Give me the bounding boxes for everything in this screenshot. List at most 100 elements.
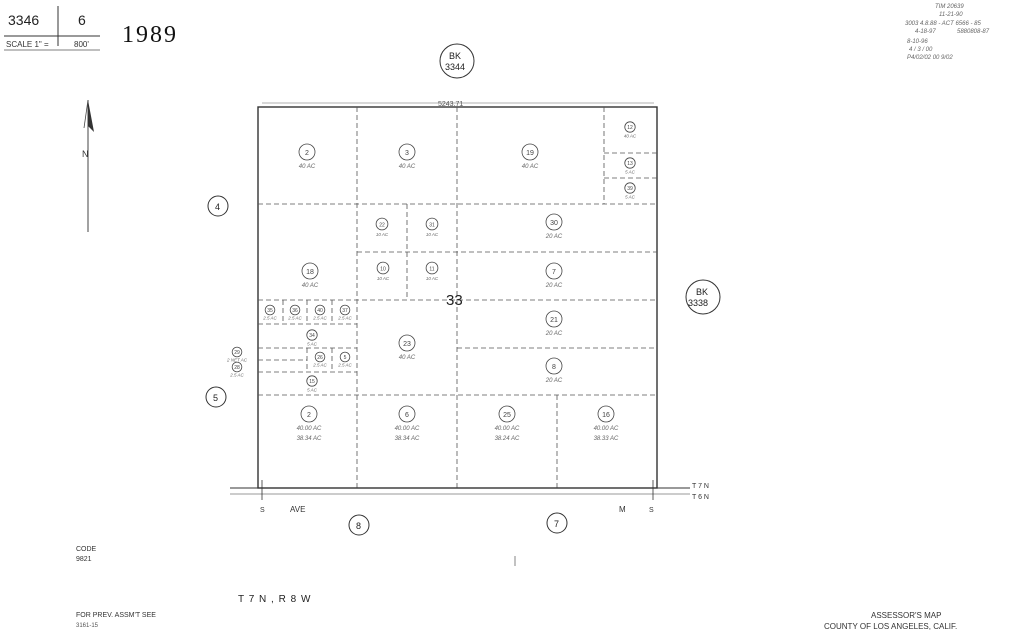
svg-text:BK: BK [449, 51, 461, 61]
svg-text:5: 5 [213, 393, 218, 403]
parcel-number-circle [624, 157, 636, 169]
parcel-28: 282.5 AC [229, 361, 245, 378]
parcel-acreage: 2.5 AC [337, 316, 352, 321]
parcel-number-circle [545, 310, 563, 328]
parcel-acreage: 40 AC [299, 164, 316, 170]
page-number: 6 [78, 12, 86, 28]
parcel-acreage: 20 AC [545, 283, 563, 289]
parcel-number-circle [521, 143, 539, 161]
parcel-26: 262.5 AC [312, 351, 328, 368]
township-boundary-north: T 7 N [692, 483, 709, 490]
parcel-number: 3 [405, 150, 409, 157]
adjacent-page-7: 7 [546, 512, 568, 534]
adjacent-page-8: 8 [348, 514, 370, 536]
parcel-number: 23 [403, 341, 411, 348]
parcel-number: 7 [552, 269, 556, 276]
code-label: CODE [76, 546, 97, 553]
parcel-acreage: 2.5 AC [337, 363, 352, 368]
svg-text:7: 7 [554, 519, 559, 529]
map-title: ASSESSOR'S MAP [871, 611, 941, 620]
parcel-acreage: 40 AC [399, 355, 416, 361]
map-year: 1989 [122, 22, 178, 48]
parcel-number: 10 [380, 266, 386, 272]
parcel-number: 30 [550, 220, 558, 227]
parcel-acreage: 40.00 AC [297, 426, 322, 432]
parcel-number-circle [339, 304, 351, 316]
parcel-number-circle [314, 304, 326, 316]
section-number: 33 [446, 292, 463, 309]
parcel-number: 13 [627, 161, 633, 167]
parcel-number-circle [306, 329, 318, 341]
svg-text:4: 4 [215, 202, 220, 212]
parcel-number-circle [398, 405, 416, 423]
parcel-acreage: 20 AC [545, 234, 563, 240]
parcel-acreage: 2.5 AC [312, 316, 327, 321]
parcel-number: 2 [307, 412, 311, 419]
parcel-number-circle [375, 217, 389, 231]
parcel-30: 30 20 AC [545, 213, 563, 240]
parcel-acreage: 20 AC [545, 378, 563, 384]
road-name-right: M [619, 505, 626, 514]
parcel-number: 29 [234, 350, 240, 356]
parcel-number: 22 [379, 222, 385, 228]
parcel-8: 8 20 AC [545, 357, 563, 384]
parcel-number-circle [545, 213, 563, 231]
county-name: COUNTY OF LOS ANGELES, CALIF. [824, 622, 957, 631]
road-lines [230, 480, 690, 566]
parcel-15: 15 5 AC [306, 375, 318, 392]
parcel-36: 362.5 AC [287, 304, 303, 321]
parcel-acreage: 2.5 AC [312, 363, 327, 368]
scale-value: 800' [74, 40, 89, 49]
parcel-number: 31 [429, 222, 435, 228]
parcel-number: 5 [344, 355, 347, 361]
parcel-lines [258, 107, 657, 488]
parcel-number: 21 [550, 317, 558, 324]
title-block: 3346 6 SCALE 1" = 800' [0, 0, 104, 52]
parcel-number-circle [264, 304, 276, 316]
parcel-number-circle [545, 262, 563, 280]
parcel-35: 352.5 AC [262, 304, 278, 321]
parcel-29: 29 2 NET AC [226, 346, 248, 363]
parcel-number: 2 [305, 150, 309, 157]
parcel-number: 34 [309, 333, 315, 339]
prev-assessment-label: FOR PREV. ASSM'T SEE [76, 612, 156, 619]
parcel-number: 8 [552, 364, 556, 371]
net-acreage: 38.33 AC [594, 436, 619, 442]
stamp-line: TIM 20639 [935, 4, 964, 10]
svg-text:8: 8 [356, 521, 361, 531]
parcel-number: 37 [342, 308, 348, 314]
parcel-acreage: 10 AC [426, 232, 439, 237]
parcel-number-circle [289, 304, 301, 316]
parcel-acreage: 5 AC [625, 194, 636, 199]
parcel-acreage: 40 AC [399, 164, 416, 170]
parcel-6: 640.00 AC [395, 405, 420, 432]
stamp-line: 8-10-96 [907, 39, 928, 45]
parcel-acreage: 5 AC [307, 387, 318, 392]
parcel-number: 15 [309, 379, 315, 385]
parcel-acreage: 5 AC [625, 169, 636, 174]
parcel-number-circle [624, 182, 636, 194]
north-arrow-icon: N [82, 99, 94, 232]
parcel-number-circle [376, 261, 390, 275]
parcel-acreage: 10 AC [426, 276, 439, 281]
parcel-acreage: 5 AC [307, 341, 318, 346]
township-boundary-south: T 6 N [692, 494, 709, 501]
parcel-number-circle [301, 262, 319, 280]
stamp-line: 4-18-97 [915, 29, 936, 35]
parcel-acreage: 2.5 AC [229, 373, 244, 378]
parcel-number-circle [498, 405, 516, 423]
parcel-acreage: 20 AC [545, 331, 563, 337]
code-value: 9821 [76, 556, 92, 563]
parcel-number-circle [398, 334, 416, 352]
parcel-acreage: 2 NET AC [226, 358, 248, 363]
stamp-line: 11-21-90 [939, 12, 963, 18]
parcel-number: 18 [306, 269, 314, 276]
